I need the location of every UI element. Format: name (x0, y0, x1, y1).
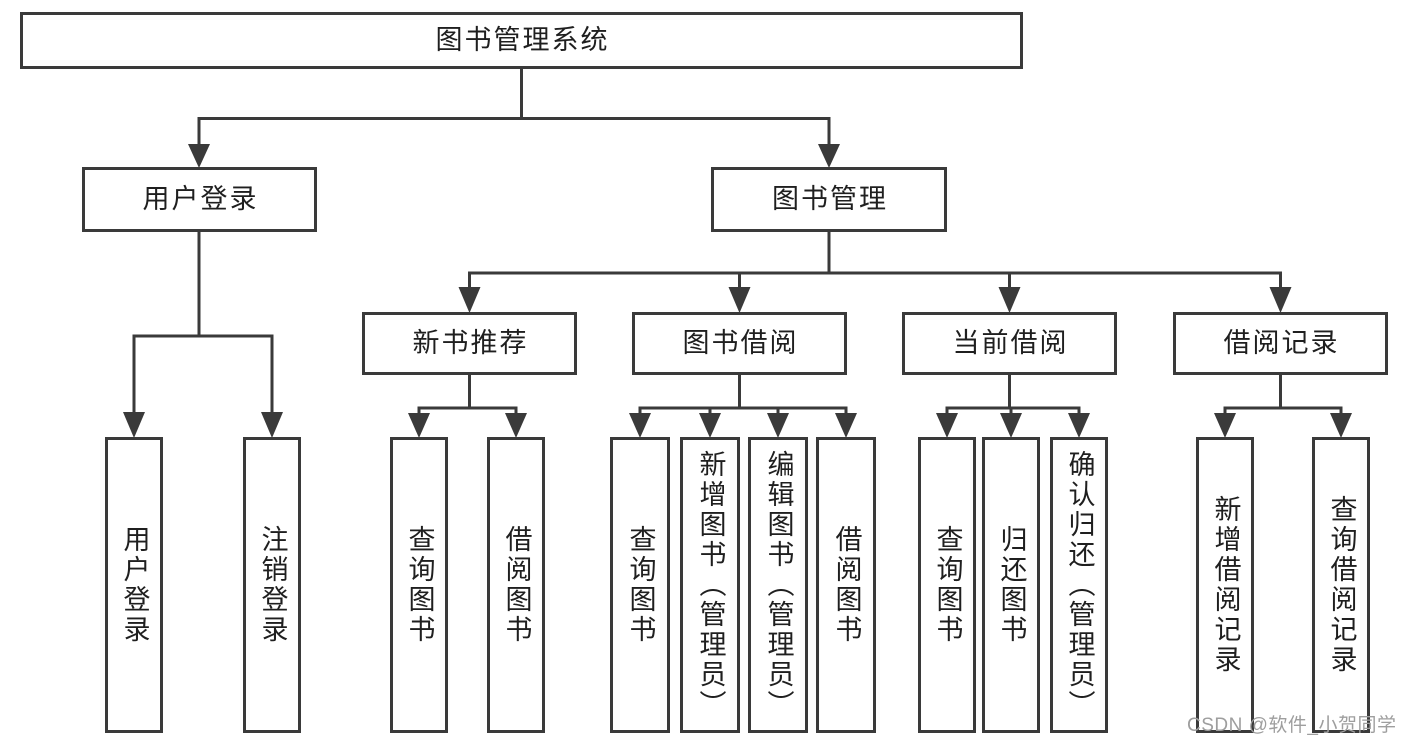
leaf-cb-confirm-return-admin: 确认归还（管理员） (1050, 437, 1108, 733)
node-book-management: 图书管理 (711, 167, 947, 232)
leaf-cb-query-books: 查询图书 (918, 437, 976, 733)
leaf-nbr-borrow-books: 借阅图书 (487, 437, 545, 733)
connector-user-login-children (123, 232, 283, 438)
connector-borrowing-records-children (1214, 374, 1352, 438)
connector-book-management-children (458, 232, 1292, 313)
connector-new-book-recommend-children (408, 374, 527, 438)
node-label: 查询图书 (404, 525, 435, 645)
leaf-br-add-borrow-record: 新增借阅记录 (1196, 437, 1254, 733)
node-label: 归还图书 (996, 525, 1027, 645)
connector-root-to-level2 (188, 69, 840, 168)
node-label: 新书推荐 (412, 328, 529, 358)
csdn-watermark: CSDN @软件_小贺同学 (1187, 715, 1397, 736)
node-label: 编辑图书（管理员） (763, 450, 794, 720)
node-label: 图书借阅 (682, 328, 799, 358)
node-label: 注销登录 (257, 525, 288, 645)
node-new-book-recommend: 新书推荐 (362, 312, 577, 375)
leaf-br-query-borrow-record: 查询借阅记录 (1312, 437, 1370, 733)
leaf-cb-return-books: 归还图书 (982, 437, 1040, 733)
node-label: 用户登录 (142, 184, 259, 214)
leaf-bb-add-books-admin: 新增图书（管理员） (680, 437, 740, 733)
leaf-logout: 注销登录 (243, 437, 301, 733)
node-label: 查询图书 (625, 525, 656, 645)
node-label: 当前借阅 (952, 328, 1069, 358)
node-label: 图书管理系统 (435, 25, 610, 55)
node-label: 图书管理 (772, 184, 888, 214)
node-borrowing-records: 借阅记录 (1173, 312, 1388, 375)
node-book-borrowing: 图书借阅 (632, 312, 847, 375)
leaf-bb-edit-books-admin: 编辑图书（管理员） (748, 437, 808, 733)
node-label: 借阅图书 (831, 525, 862, 645)
leaf-bb-borrow-books: 借阅图书 (816, 437, 876, 733)
node-label: 用户登录 (119, 525, 150, 645)
node-user-login: 用户登录 (82, 167, 317, 232)
node-label: 新增图书（管理员） (695, 450, 726, 720)
node-label: 查询图书 (932, 525, 963, 645)
connector-current-borrowing-children (936, 374, 1090, 438)
node-label: 新增借阅记录 (1210, 495, 1241, 675)
connector-book-borrowing-children (629, 374, 857, 438)
node-label: 借阅记录 (1223, 328, 1340, 358)
node-label: 确认归还（管理员） (1064, 450, 1095, 720)
node-current-borrowing: 当前借阅 (902, 312, 1117, 375)
leaf-user-login: 用户登录 (105, 437, 163, 733)
node-root-library-management-system: 图书管理系统 (20, 12, 1023, 69)
node-label: 查询借阅记录 (1326, 495, 1357, 675)
leaf-bb-query-books: 查询图书 (610, 437, 670, 733)
leaf-nbr-query-books: 查询图书 (390, 437, 448, 733)
node-label: 借阅图书 (501, 525, 532, 645)
